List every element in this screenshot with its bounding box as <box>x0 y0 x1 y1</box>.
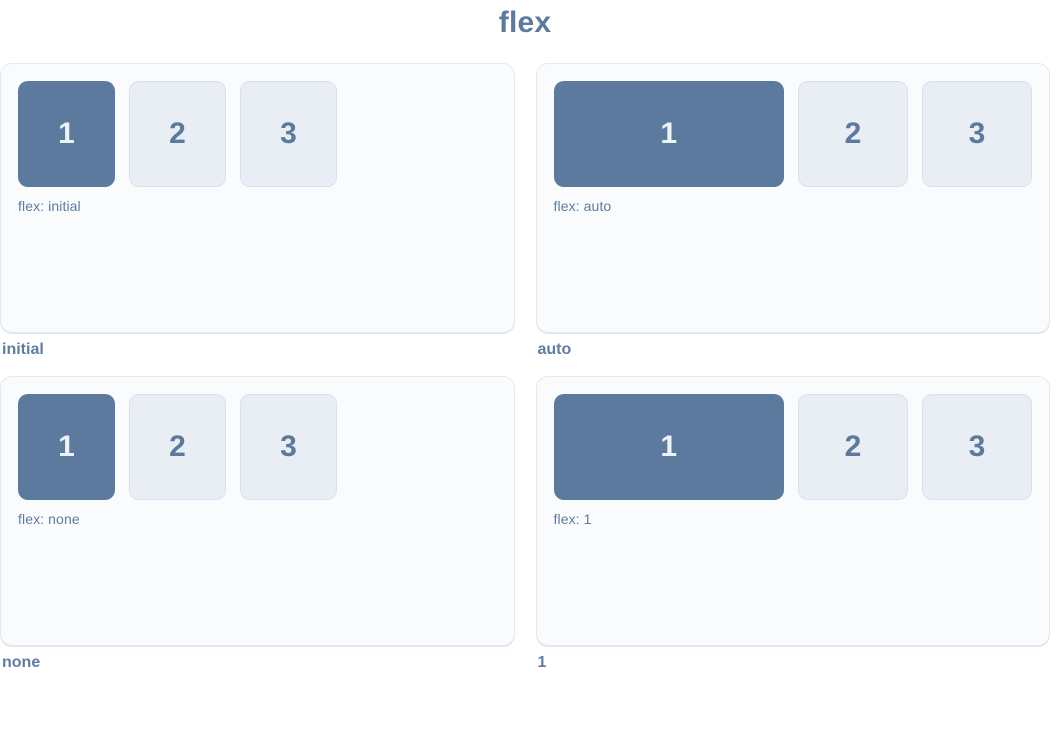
page-title: flex <box>498 6 552 39</box>
flex-item-3: 3 <box>240 394 337 500</box>
flex-container: 1 2 3 <box>553 81 1032 187</box>
flex-container: 1 2 3 <box>18 81 497 187</box>
example-caption: initial <box>2 341 44 358</box>
flex-item-2: 2 <box>798 81 908 187</box>
demo-panel-auto: 1 2 3 flex: auto <box>535 63 1050 333</box>
flex-item-1: 1 <box>18 81 115 187</box>
demo-panel-initial: 1 2 3 flex: initial <box>0 63 515 333</box>
example-caption: 1 <box>537 654 547 671</box>
flex-example-initial: 1 2 3 flex: initial initial <box>0 63 515 359</box>
flex-item-3: 3 <box>922 394 1032 500</box>
flex-item-3: 3 <box>922 81 1032 187</box>
flex-container: 1 2 3 <box>553 394 1032 500</box>
flex-item-3: 3 <box>240 81 337 187</box>
flex-example-1: 1 2 3 flex: 1 1 <box>535 376 1050 672</box>
flex-example-none: 1 2 3 flex: none none <box>0 376 515 672</box>
flex-container: 1 2 3 <box>18 394 497 500</box>
flex-item-2: 2 <box>129 394 226 500</box>
flex-item-1: 1 <box>553 394 784 500</box>
example-caption: auto <box>537 341 572 358</box>
example-caption: none <box>2 654 41 671</box>
flex-example-auto: 1 2 3 flex: auto auto <box>535 63 1050 359</box>
examples-grid: 1 2 3 flex: initial initial 1 2 3 flex: … <box>0 63 1050 672</box>
demo-panel-1: 1 2 3 flex: 1 <box>535 376 1050 646</box>
flex-item-1: 1 <box>18 394 115 500</box>
flex-item-2: 2 <box>798 394 908 500</box>
flex-item-2: 2 <box>129 81 226 187</box>
flex-item-1: 1 <box>553 81 784 187</box>
flex-property-label: flex: auto <box>553 198 612 214</box>
demo-panel-none: 1 2 3 flex: none <box>0 376 515 646</box>
flex-property-label: flex: 1 <box>553 511 592 527</box>
flex-property-label: flex: none <box>18 511 80 527</box>
flex-property-label: flex: initial <box>18 198 81 214</box>
